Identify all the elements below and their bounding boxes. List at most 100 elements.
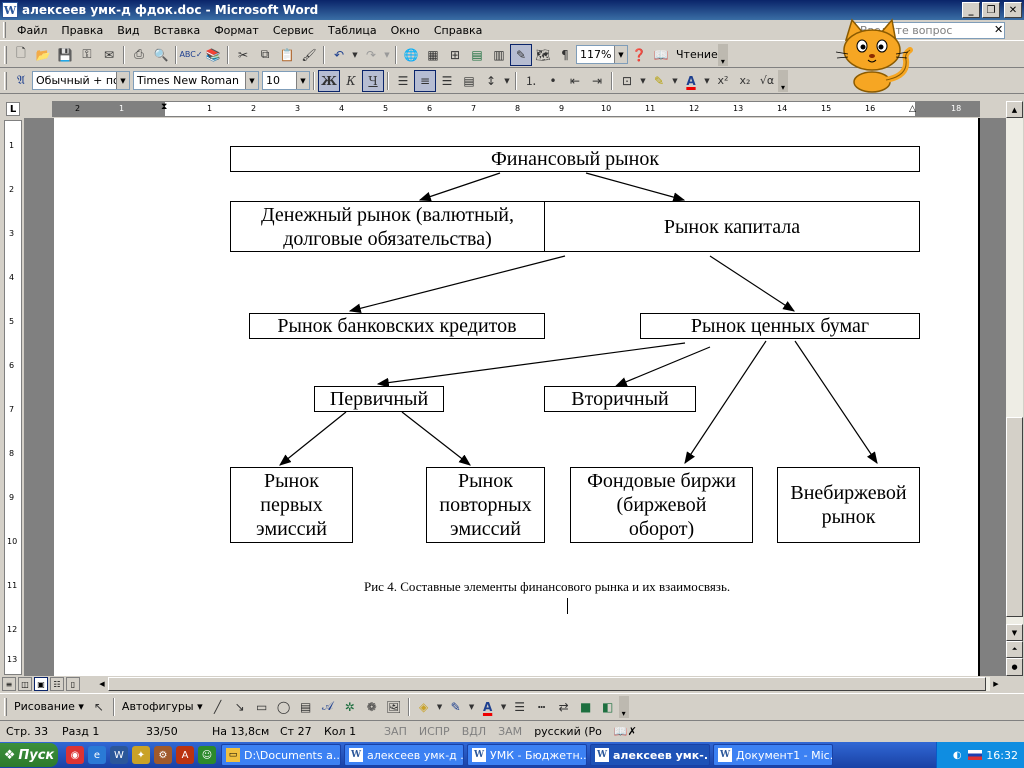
node-primary-market[interactable]: Первичный xyxy=(314,386,444,412)
chevron-down-icon[interactable]: ▼ xyxy=(116,72,129,89)
oval-icon[interactable]: ◯ xyxy=(276,699,291,714)
print-layout-icon[interactable]: ▣ xyxy=(34,677,48,691)
normal-view-icon[interactable]: ≡ xyxy=(2,677,16,691)
italic-button[interactable]: К xyxy=(346,73,356,88)
toolbar-grip[interactable] xyxy=(4,697,7,716)
previous-page-icon[interactable]: ⏶ xyxy=(1006,641,1023,658)
menu-grip[interactable] xyxy=(3,22,6,38)
menu-window[interactable]: Окно xyxy=(390,23,420,37)
ie-icon[interactable]: e xyxy=(88,746,106,764)
subscript-icon[interactable]: x₂ xyxy=(739,74,751,87)
status-record[interactable]: ЗАП xyxy=(384,724,407,738)
status-track-changes[interactable]: ИСПР xyxy=(418,724,450,738)
chrome-icon[interactable]: ◉ xyxy=(66,746,84,764)
autoshapes-menu-button[interactable]: Автофигуры ▾ xyxy=(121,700,203,713)
line-color-icon[interactable]: ✎ xyxy=(450,699,461,714)
cut-icon[interactable]: ✂ xyxy=(237,47,249,62)
toolbar-options-icon[interactable]: ▾ xyxy=(778,69,788,92)
node-secondary-market[interactable]: Вторичный xyxy=(544,386,696,412)
new-document-icon[interactable]: 🗋 xyxy=(16,46,26,60)
align-left-icon[interactable]: ☰ xyxy=(397,73,409,88)
insert-excel-icon[interactable]: ▤ xyxy=(471,47,483,62)
line-color-dropdown-icon[interactable]: ▼ xyxy=(468,702,475,711)
app2-quicklaunch-icon[interactable]: ⚙ xyxy=(154,746,172,764)
chevron-down-icon[interactable]: ▼ xyxy=(296,72,309,89)
paste-icon[interactable]: 📋 xyxy=(279,47,295,62)
drawing-icon[interactable]: ✎ xyxy=(510,43,532,66)
font-color-icon[interactable]: A xyxy=(686,73,696,88)
highlight-dropdown-icon[interactable]: ▼ xyxy=(672,76,678,85)
toolbar-options-icon[interactable]: ▾ xyxy=(618,695,629,718)
research-icon[interactable]: 📚 xyxy=(205,47,221,62)
indent-marker-icon[interactable]: ⧗ xyxy=(161,102,168,112)
word-icon[interactable]: W xyxy=(2,2,18,18)
justify-icon[interactable]: ▤ xyxy=(463,73,475,88)
bullets-icon[interactable]: • xyxy=(549,73,557,88)
spelling-icon[interactable]: ABC✓ xyxy=(179,50,203,59)
menu-tools[interactable]: Сервис xyxy=(272,23,314,37)
font-size-select[interactable]: 10 ▼ xyxy=(262,71,310,90)
fill-dropdown-icon[interactable]: ▼ xyxy=(436,702,443,711)
style-select[interactable]: Обычный + пол ▼ xyxy=(32,71,130,90)
zoom-select[interactable]: 117% ▼ xyxy=(576,45,628,64)
node-financial-market[interactable]: Финансовый рынок xyxy=(230,146,920,172)
scroll-thumb[interactable] xyxy=(1006,417,1023,617)
format-painter-icon[interactable]: 🖌 xyxy=(301,47,317,62)
numbering-icon[interactable]: ⒈ xyxy=(524,74,537,88)
redo-icon[interactable]: ↷ xyxy=(365,47,377,62)
help-icon[interactable]: ❓ xyxy=(631,47,647,62)
borders-dropdown-icon[interactable]: ▼ xyxy=(640,76,646,85)
redo-dropdown-icon[interactable]: ▼ xyxy=(384,50,390,59)
language-flag-icon[interactable] xyxy=(968,750,983,760)
reading-mode-button[interactable]: Чтение xyxy=(676,48,718,61)
font-color-dropdown-icon[interactable]: ▼ xyxy=(704,76,710,85)
underline-button[interactable]: Ч xyxy=(362,69,384,92)
start-button[interactable]: ❖ Пуск xyxy=(0,743,58,767)
dash-style-icon[interactable]: ┅ xyxy=(537,699,546,714)
borders-icon[interactable]: ⊡ xyxy=(621,73,633,88)
spelling-status-icon[interactable]: 📖✗ xyxy=(613,724,637,738)
scroll-right-icon[interactable]: ▶ xyxy=(990,677,1002,691)
node-stock-exchanges[interactable]: Фондовые биржи (биржевой оборот) xyxy=(570,467,753,543)
chevron-down-icon[interactable]: ▼ xyxy=(245,72,258,89)
highlight-icon[interactable]: ✎ xyxy=(653,73,665,88)
drawing-menu-button[interactable]: Рисование ▾ xyxy=(14,700,84,713)
styles-icon[interactable]: 𝔄 xyxy=(17,73,25,87)
undo-icon[interactable]: ↶ xyxy=(333,47,345,62)
align-right-icon[interactable]: ☰ xyxy=(441,73,453,88)
fill-color-icon[interactable]: ◈ xyxy=(418,699,429,714)
document-page[interactable]: Финансовый рынок Денежный рынок (валютны… xyxy=(54,118,980,676)
menu-format[interactable]: Формат xyxy=(214,23,259,37)
line-spacing-icon[interactable]: ↕ xyxy=(485,73,497,88)
arrow-icon[interactable]: ↘ xyxy=(234,699,245,714)
textbox-icon[interactable]: ▤ xyxy=(299,699,312,714)
print-icon[interactable]: ⎙ xyxy=(134,47,144,61)
show-hide-icon[interactable]: ¶ xyxy=(561,47,569,62)
menu-help[interactable]: Справка xyxy=(433,23,483,37)
insert-table-icon[interactable]: ⊞ xyxy=(449,47,461,62)
taskbar-item-word-2[interactable]: W УМК - Бюджетн... xyxy=(467,744,587,766)
permission-icon[interactable]: ⚿ xyxy=(82,47,92,61)
diagram-icon[interactable]: ✲ xyxy=(344,699,355,714)
node-money-market[interactable]: Денежный рынок (валютный, долговые обяза… xyxy=(230,201,545,252)
right-indent-marker-icon[interactable]: △ xyxy=(909,104,916,114)
toolbar-options-icon[interactable]: ▾ xyxy=(717,43,728,66)
reading-icon[interactable]: 📖 xyxy=(653,47,669,62)
document-map-icon[interactable]: 🗺 xyxy=(535,47,551,62)
restore-button[interactable]: ❐ xyxy=(982,2,1000,18)
clock[interactable]: 16:32 xyxy=(986,748,1018,762)
decrease-indent-icon[interactable]: ⇤ xyxy=(569,73,581,88)
reading-view-icon[interactable]: ▯ xyxy=(66,677,80,691)
menu-edit[interactable]: Правка xyxy=(61,23,104,37)
chevron-down-icon[interactable]: ▼ xyxy=(614,46,627,63)
outline-view-icon[interactable]: ☷ xyxy=(50,677,64,691)
rectangle-icon[interactable]: ▭ xyxy=(255,699,268,714)
app3-quicklaunch-icon[interactable]: ☺ xyxy=(198,746,216,764)
horizontal-scrollbar[interactable]: ◀ ▶ xyxy=(96,677,1002,691)
line-spacing-dropdown-icon[interactable]: ▼ xyxy=(504,76,510,85)
font-color-icon[interactable]: A xyxy=(482,699,493,714)
toolbar-grip[interactable] xyxy=(4,45,7,64)
taskbar-item-word-3[interactable]: W Документ1 - Mic... xyxy=(713,744,833,766)
align-center-icon[interactable]: ≡ xyxy=(414,69,436,92)
columns-icon[interactable]: ▥ xyxy=(493,47,505,62)
